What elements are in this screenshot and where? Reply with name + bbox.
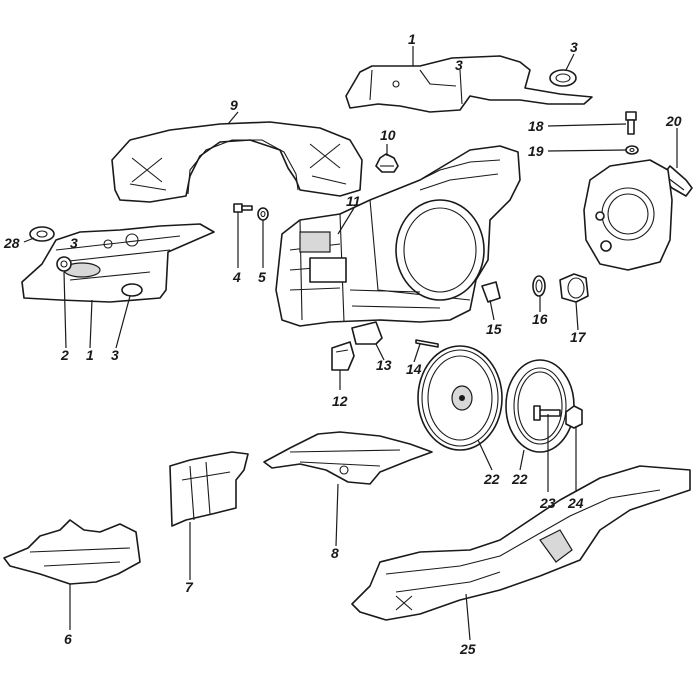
part-19-washer <box>625 145 639 155</box>
callout-28: 28 <box>3 235 20 251</box>
callout-7: 7 <box>185 579 194 595</box>
part-22-fan-wheel <box>417 345 503 451</box>
part-20-seal <box>661 165 693 197</box>
part-7-bracket-panel <box>169 451 249 527</box>
part-12-flap <box>331 341 355 371</box>
part-6-lower-tray <box>3 519 141 585</box>
embossed-3-left: 3 <box>70 235 78 251</box>
part-1-top-cover-plate: 3 <box>345 55 593 113</box>
callout-19: 19 <box>528 143 544 159</box>
leader-lines <box>23 46 678 641</box>
callout-16: 16 <box>532 311 548 327</box>
callout-9: 9 <box>230 97 238 113</box>
part-15-bracket <box>481 281 501 303</box>
callout-1-top: 1 <box>408 31 416 47</box>
callout-25: 25 <box>459 641 476 657</box>
callout-4: 4 <box>232 269 241 285</box>
callout-18: 18 <box>528 118 544 134</box>
callout-3-top: 3 <box>570 39 578 55</box>
callout-24: 24 <box>567 495 584 511</box>
part-18-bolt <box>625 111 637 135</box>
callout-6: 6 <box>64 631 72 647</box>
callout-17: 17 <box>570 329 587 345</box>
callout-23: 23 <box>539 495 556 511</box>
part-13-flap <box>351 321 383 345</box>
part-14-pin <box>415 339 439 348</box>
callout-5: 5 <box>258 269 266 285</box>
callout-12: 12 <box>332 393 348 409</box>
embossed-3-top: 3 <box>455 57 463 73</box>
callout-2: 2 <box>60 347 69 363</box>
callout-8: 8 <box>331 545 339 561</box>
part-backing-plate <box>583 159 673 271</box>
part-17-bearing <box>559 273 589 303</box>
part-1-left-cover-plate: 3 <box>21 223 215 303</box>
callout-14: 14 <box>406 361 422 377</box>
part-24-cap <box>565 405 583 429</box>
part-2-grommet <box>56 256 72 272</box>
callout-22-cover: 22 <box>511 471 528 487</box>
part-9-fan-shroud-cover <box>111 121 363 203</box>
callout-13: 13 <box>376 357 392 373</box>
part-25-heater-channel <box>351 465 691 621</box>
part-5-washer <box>257 207 269 221</box>
part-28-grommet <box>29 226 55 242</box>
part-10-grommet <box>375 153 399 173</box>
callout-10: 10 <box>380 127 396 143</box>
part-8-lower-plate <box>263 431 433 485</box>
callout-3-left: 3 <box>111 347 119 363</box>
callout-22-fan: 22 <box>483 471 500 487</box>
part-4-screw <box>233 203 253 213</box>
callout-1-left: 1 <box>86 347 94 363</box>
part-3-grommet-top <box>549 69 577 87</box>
callout-20: 20 <box>665 113 682 129</box>
part-23-bolt <box>533 405 561 421</box>
callout-11: 11 <box>346 193 361 209</box>
callout-labels: 1 1 2 3 3 4 5 6 7 8 9 10 11 12 13 14 15 … <box>3 31 682 657</box>
callout-15: 15 <box>486 321 502 337</box>
part-3-grommet-left <box>121 283 143 297</box>
part-11-fan-housing <box>275 145 521 327</box>
part-16-o-ring <box>532 275 546 297</box>
